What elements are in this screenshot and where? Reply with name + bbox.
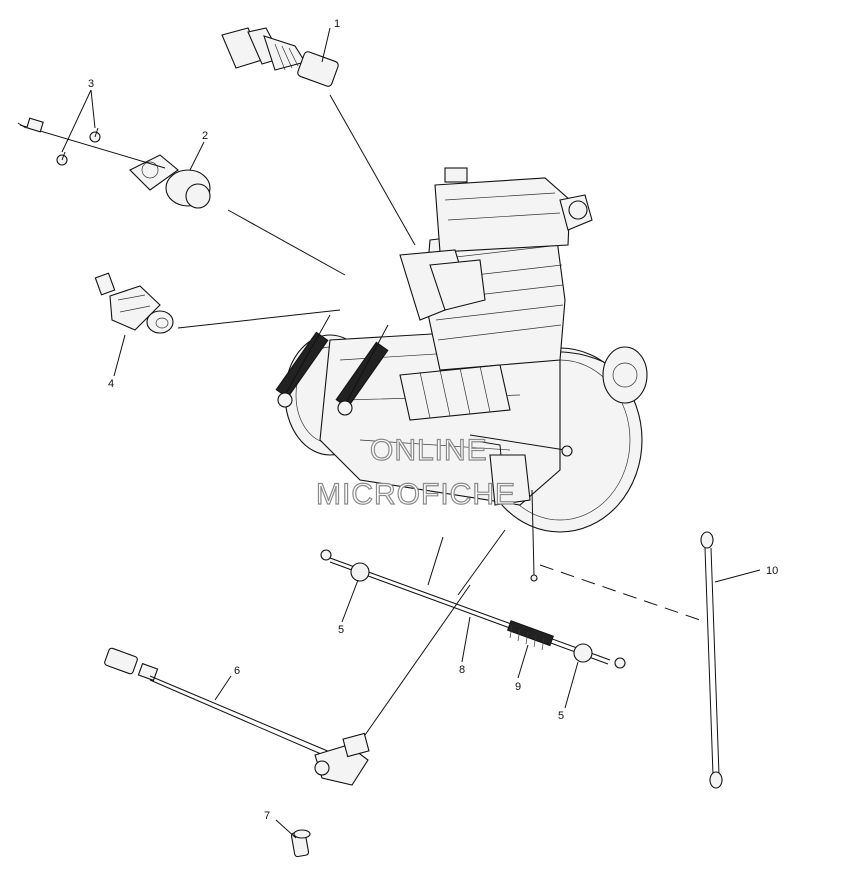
part-8-ground-cable: [320, 549, 626, 669]
callout-1: 1: [334, 18, 340, 30]
part-2-sensor-flange: [129, 154, 211, 209]
part-1-temperature-sender: [221, 27, 339, 87]
watermark: ONLINE MICROFICHE: [315, 433, 516, 511]
part-5-boot-left: [350, 562, 370, 582]
engine-assembly: [275, 167, 648, 582]
part-6-sensor-lead: [104, 647, 370, 786]
watermark-line-2: MICROFICHE: [316, 478, 516, 511]
callout-5-left: 5: [338, 624, 344, 636]
watermark-line-1: ONLINE: [370, 434, 488, 467]
callout-6: 6: [234, 665, 240, 677]
part-4-pressure-switch: [94, 272, 174, 334]
callout-9: 9: [515, 681, 521, 693]
callout-8: 8: [459, 664, 465, 676]
callout-10: 10: [766, 565, 778, 577]
part-10-ground-strap: [700, 531, 723, 789]
callout-2: 2: [202, 130, 208, 142]
part-7-pin: [290, 829, 311, 858]
callout-3: 3: [88, 78, 94, 90]
leader-lines: [61, 27, 761, 839]
callout-4: 4: [108, 378, 114, 390]
part-3-lead-and-screws: [17, 117, 166, 169]
callout-7: 7: [264, 810, 270, 822]
callout-5-right: 5: [558, 710, 564, 722]
part-5-boot-right: [573, 643, 593, 663]
callout-labels: 1 2 3 4 5 5 6 7 8 9 10: [88, 18, 778, 822]
